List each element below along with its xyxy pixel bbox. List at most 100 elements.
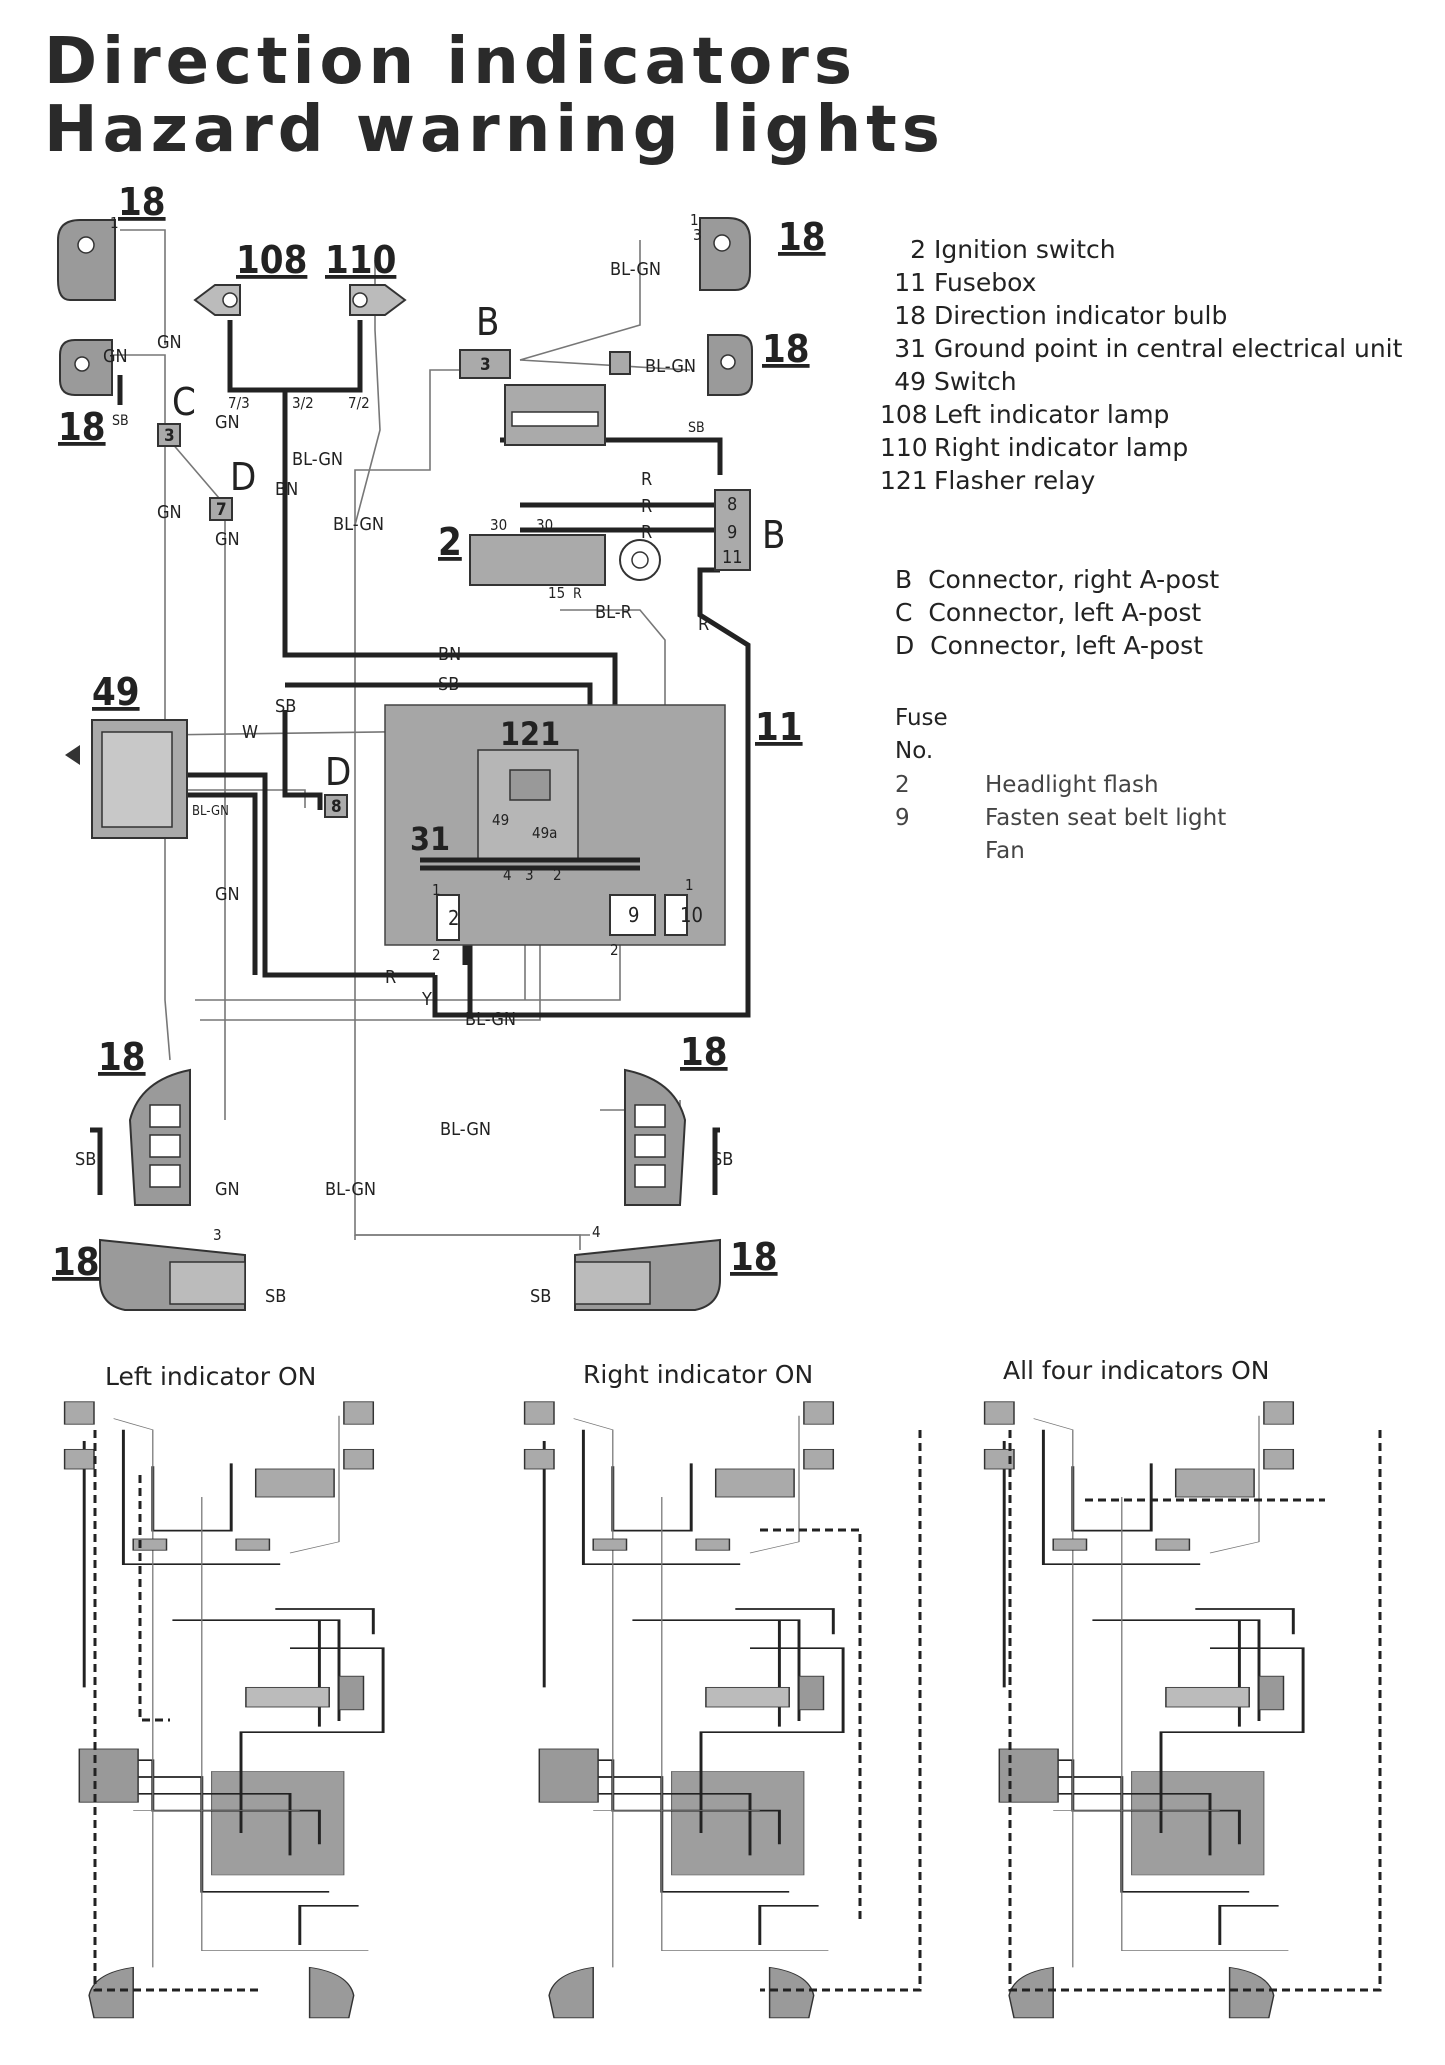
pin-label: 3 — [693, 226, 702, 244]
caption-right-indicator: Right indicator ON — [583, 1360, 814, 1389]
fuse-item: 9 Fasten seat belt light — [895, 805, 1226, 831]
wire-label-r: R — [385, 967, 396, 988]
left-indicator-lamp-108 — [193, 284, 241, 316]
pin-label: 3 — [213, 1226, 222, 1244]
pin-label: 3 — [164, 426, 175, 446]
pin-label: 2 — [432, 946, 441, 964]
callout-11: 11 — [755, 705, 803, 749]
pin-label: 3/2 — [292, 394, 314, 412]
connector-d-pin-7 — [209, 497, 233, 521]
callout-d: D — [325, 750, 351, 794]
connector-item: B Connector, right A-post — [895, 565, 1219, 594]
legend-label: Direction indicator bulb — [933, 301, 1228, 330]
callout-b: B — [762, 513, 785, 557]
fuse-label: Fasten seat belt light — [985, 805, 1227, 831]
legend-label: Ignition switch — [933, 235, 1116, 264]
legend-item: 110 Right indicator lamp — [880, 433, 1188, 462]
connector-label: Connector, left A-post — [930, 631, 1204, 660]
wire-label-gn: GN — [215, 529, 240, 550]
pin-label: 3 — [525, 866, 534, 884]
bulb-18-front-right — [699, 217, 751, 291]
wire-label-sb: SB — [112, 413, 129, 429]
callout-18: 18 — [778, 215, 826, 259]
fuse-item: Fan — [895, 838, 1025, 864]
callout-c: C — [172, 380, 196, 424]
mini-diagram-all — [983, 1400, 1305, 2020]
page-title: Direction indicators Hazard warning ligh… — [44, 28, 945, 164]
pin-label: 7/2 — [348, 394, 370, 412]
pin-label: 1 — [110, 214, 119, 232]
pin-label: 30 — [536, 516, 553, 534]
legend-item: 121 Flasher relay — [880, 466, 1095, 495]
callout-18: 18 — [680, 1030, 728, 1074]
side-repeater-18-right — [574, 1238, 721, 1311]
connector-letter: D — [895, 631, 915, 660]
pin-label: 30 — [490, 516, 507, 534]
legend-item: 2 Ignition switch — [880, 235, 1116, 264]
wire-label-sb: SB — [530, 1286, 551, 1307]
legend-num: 49 — [894, 367, 926, 396]
wire-label-gn: GN — [215, 1179, 240, 1200]
legend-num: 18 — [894, 301, 926, 330]
fuse-heading: Fuse — [895, 705, 948, 731]
wire-labels: GN GN SB GN GN GN BN BL-GN BL-GN BL-GN B… — [75, 259, 733, 1307]
wire-label-gn: GN — [215, 412, 240, 433]
wire-label-y: Y — [421, 989, 432, 1010]
legend-item: 108 Left indicator lamp — [880, 400, 1169, 429]
legend-label: Flasher relay — [933, 466, 1096, 495]
relay-pin-label: 9 — [628, 903, 639, 927]
pin-label: 8 — [331, 797, 342, 817]
pin-label: 1 — [432, 881, 441, 899]
wire-label-r: R — [698, 614, 709, 635]
hazard-switch-49 — [65, 719, 188, 839]
pin-label: 7 — [216, 500, 227, 520]
pin-label: 4 — [503, 866, 512, 884]
connector-d-pin-8 — [324, 794, 348, 818]
active-path-left — [93, 1430, 260, 1992]
legend-label: Fusebox — [933, 268, 1037, 297]
title-line-1: Direction indicators — [44, 25, 857, 99]
fuse-num: 2 — [895, 772, 910, 798]
bulb-18-side-right — [707, 334, 753, 396]
connector-label: Connector, left A-post — [928, 598, 1202, 627]
connector-item: C Connector, left A-post — [895, 598, 1201, 627]
bulb-18-front-left — [57, 219, 116, 301]
pin-label: 2 — [553, 866, 562, 884]
pin-labels: 3 7 3 8 8 9 11 30 30 15 7/3 3/2 7/2 49 4… — [110, 211, 743, 1244]
legend-label: Left indicator lamp — [933, 400, 1170, 429]
connector-b-small — [609, 351, 631, 375]
callout-18: 18 — [118, 180, 166, 224]
pin-label: 49 — [492, 811, 509, 829]
wire-label-bl-gn: BL-GN — [292, 449, 343, 470]
legend-num: 31 — [894, 334, 926, 363]
caption-all-indicators: All four indicators ON — [1003, 1356, 1270, 1385]
caption-left-indicator: Left indicator ON — [105, 1362, 317, 1391]
legend-label: Right indicator lamp — [933, 433, 1189, 462]
pin-label: 3 — [480, 355, 491, 375]
wire-label-sb: SB — [712, 1149, 733, 1170]
callout-18: 18 — [52, 1240, 100, 1284]
rear-lamp-18-right — [624, 1068, 687, 1206]
pin-label: 1 — [685, 876, 694, 894]
wire-label-sb: SB — [75, 1149, 96, 1170]
legend-label: Ground point in central electrical unit — [933, 334, 1403, 363]
legend-item: 11 Fusebox — [880, 268, 1036, 297]
legend-num: 2 — [910, 235, 926, 264]
wire-label-r: R — [573, 586, 582, 602]
legend-num: 121 — [880, 466, 928, 495]
wire-label-gn: GN — [157, 332, 182, 353]
wire-label-sb: SB — [438, 674, 459, 695]
right-indicator-lamp-110 — [349, 284, 407, 316]
wire-label-bl-gn: BL-GN — [645, 356, 696, 377]
wire-label-bl-gn: BL-GN — [440, 1119, 491, 1140]
title-line-2: Hazard warning lights — [44, 93, 945, 167]
fuse-num: 9 — [895, 805, 910, 831]
wire-label-sb: SB — [688, 420, 705, 436]
connector-c-pin — [157, 423, 181, 447]
callout-31: 31 — [410, 820, 450, 858]
wire-label-bn: BN — [275, 479, 298, 500]
legend-item: 18 Direction indicator bulb — [880, 301, 1227, 330]
legend-label: Switch — [933, 367, 1017, 396]
